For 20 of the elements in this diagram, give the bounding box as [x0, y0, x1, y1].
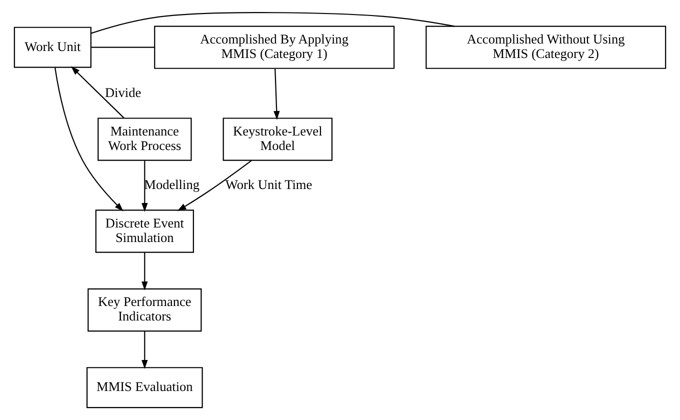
node-box: Accomplished Without Using MMIS (Category 2)	[426, 26, 666, 69]
node-box: Key Performance Indicators	[88, 288, 202, 332]
arrow	[142, 160, 148, 212]
node-box: Discrete Event Simulation	[95, 210, 194, 253]
node-box: Keystroke-Level Model	[222, 118, 333, 161]
arrow	[142, 331, 148, 369]
connector	[91, 46, 155, 48]
node-box: Work Unit	[14, 26, 92, 68]
edge-label: Work Unit Time	[225, 176, 312, 192]
node-box: Maintenance Work Process	[98, 118, 192, 161]
connector	[90, 12, 454, 34]
node-box: MMIS Evaluation	[86, 367, 203, 408]
arrow	[70, 66, 124, 118]
arrow	[142, 252, 148, 290]
arrow	[177, 160, 252, 212]
edge-label: Divide	[104, 84, 142, 100]
edge-label: Modelling	[144, 176, 200, 192]
node-box: Accomplished By Applying MMIS (Category 1)	[154, 26, 395, 69]
arrow	[54, 68, 124, 212]
arrow	[274, 68, 280, 120]
